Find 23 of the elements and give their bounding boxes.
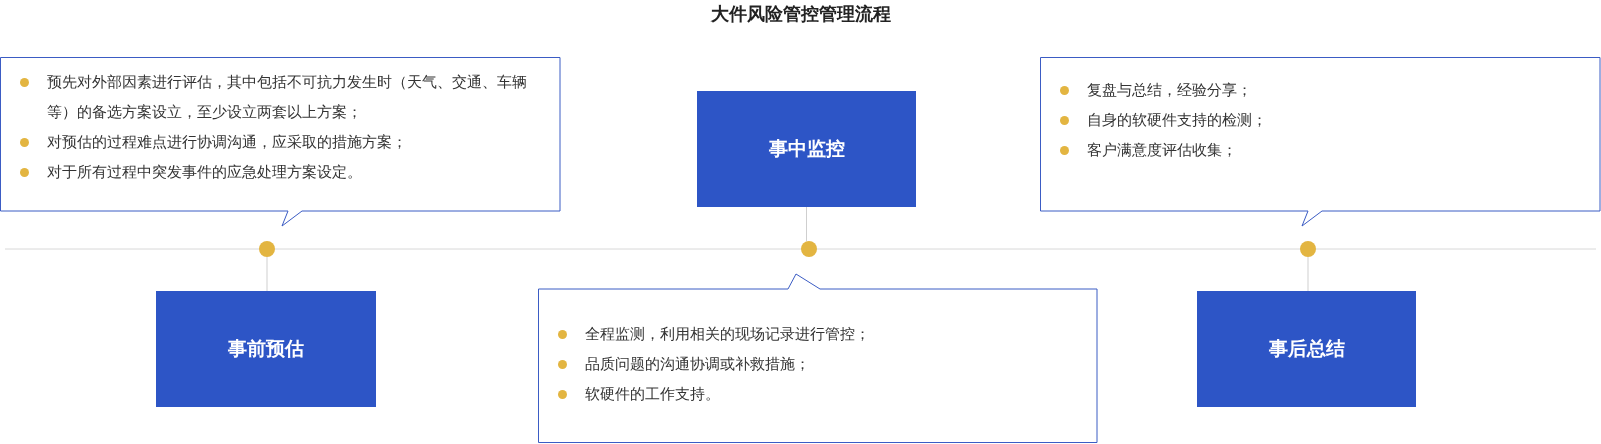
connector-line (806, 206, 807, 242)
callout-box (538, 273, 1098, 443)
bullet-text: 预先对外部因素进行评估，其中包括不可抗力发生时（天气、交通、车辆等）的备选方案设立，至少设立两套以上方案； (47, 74, 527, 120)
bullet-text: 软硬件的工作支持。 (585, 386, 720, 402)
callout-box (1040, 57, 1601, 227)
bullet-text: 全程监测，利用相关的现场记录进行管控； (585, 326, 870, 342)
bullet-text: 复盘与总结，经验分享； (1087, 82, 1252, 98)
bullet-text: 自身的软硬件支持的检测； (1087, 112, 1267, 128)
timeline-dot (259, 241, 275, 257)
stage-title: 事前预估 (228, 336, 304, 361)
timeline-dot (801, 241, 817, 257)
stage-box (156, 291, 376, 407)
diagram-title: 大件风险管控管理流程 (709, 2, 892, 26)
callout-box (0, 57, 561, 227)
bullet-text: 对预估的过程难点进行协调沟通，应采取的措施方案； (47, 134, 407, 150)
stage-box (697, 91, 916, 207)
stage-box (1197, 291, 1416, 407)
stage-title: 事后总结 (1268, 336, 1345, 361)
stage-title: 事中监控 (768, 136, 845, 161)
bullet-text: 对于所有过程中突发事件的应急处理方案设定。 (47, 164, 362, 180)
timeline-dot (1300, 241, 1316, 257)
bullet-text: 客户满意度评估收集； (1087, 142, 1237, 158)
bullet-text: 品质问题的沟通协调或补救措施； (585, 356, 810, 372)
